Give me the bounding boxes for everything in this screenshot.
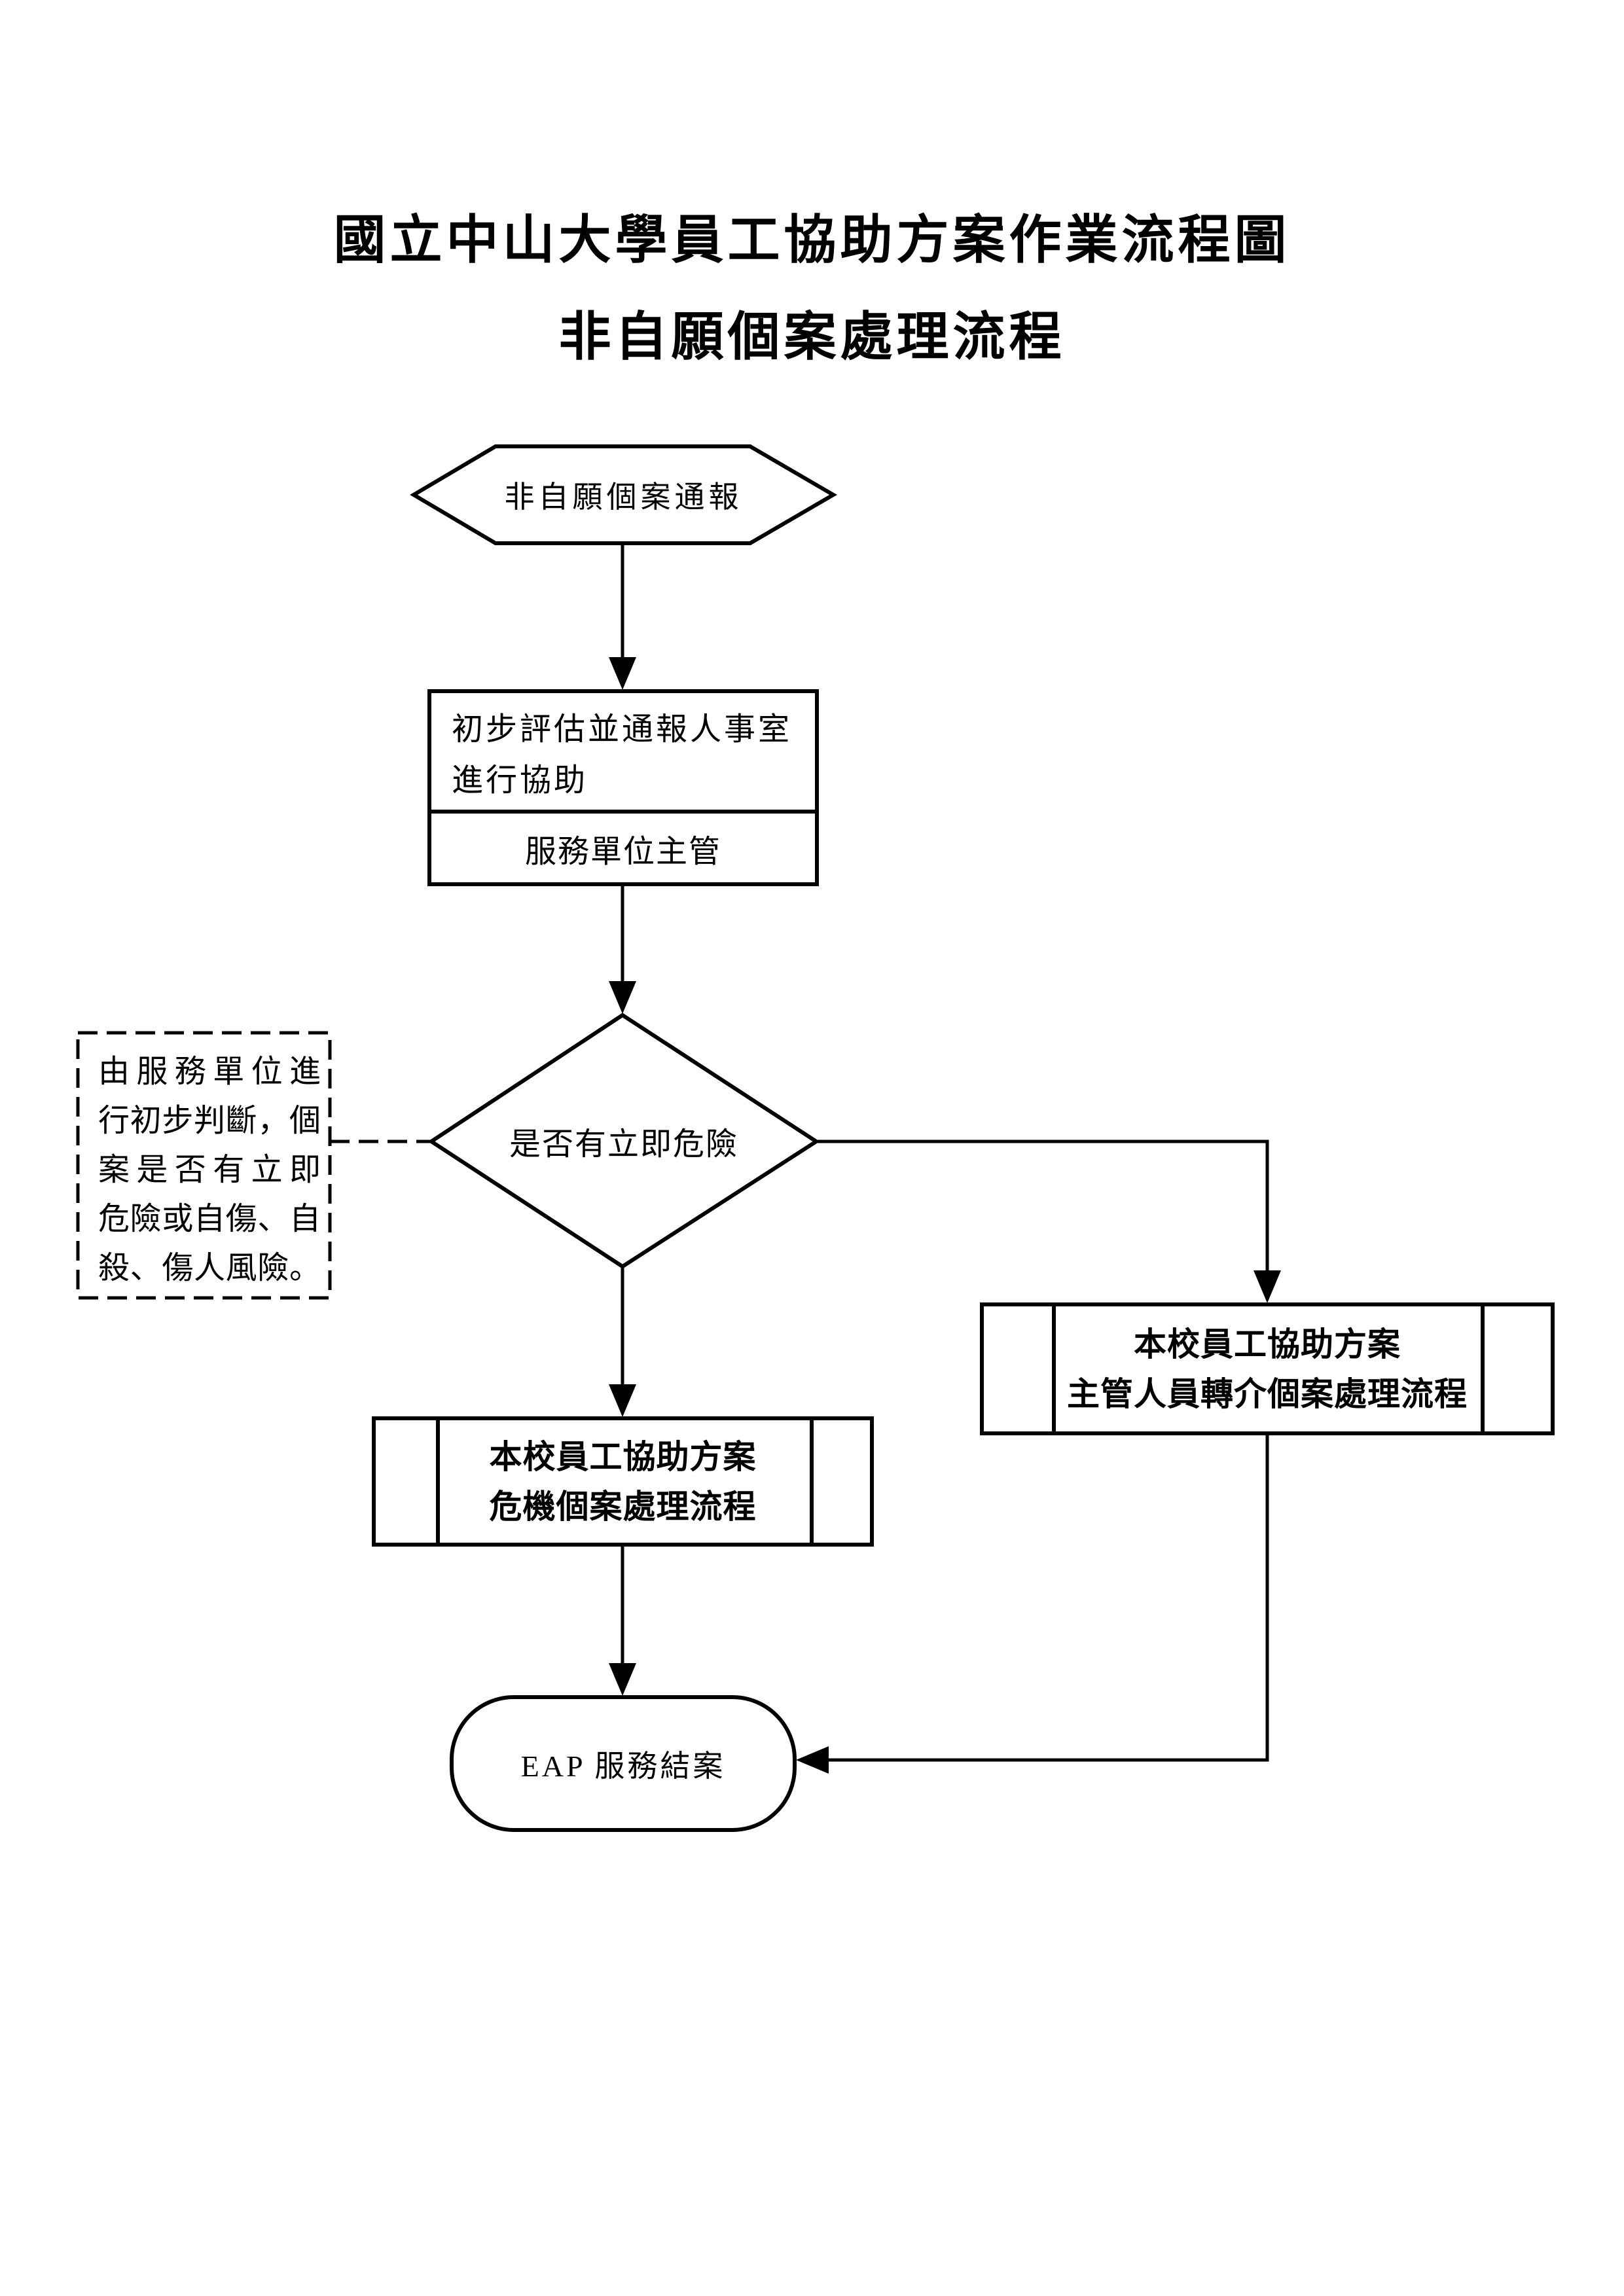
note-line-2: 行初步判斷，個	[98, 1103, 321, 1138]
end-terminator-shape	[450, 1695, 797, 1832]
start-hexagon-shape	[410, 444, 837, 545]
note-box-shape	[76, 1031, 332, 1300]
note-line-1: 由服務單位進	[98, 1054, 321, 1089]
referral-subprocess-line-1: 本校員工協助方案	[1134, 1325, 1401, 1363]
page-title: 國立中山大學員工協助方案作業流程圖	[333, 212, 1291, 270]
connector-decision-to-referral	[816, 1139, 1281, 1303]
start-hexagon-label: 非自願個案通報	[504, 480, 743, 514]
referral-subprocess-label: 本校員工協助方案 主管人員轉介個案處理流程	[982, 1304, 1553, 1433]
decision-diamond-shape	[427, 1013, 820, 1269]
connector-process-to-decision	[609, 884, 636, 1014]
connector-start-to-process	[609, 543, 636, 690]
process-box-shape	[427, 689, 819, 886]
note-annotation: 由服務單位進 行初步判斷，個 案是否有立即 危險或自傷、自 殺、傷人風險。	[98, 1047, 321, 1293]
process-owner-label: 服務單位主管	[524, 834, 721, 869]
process-action-text: 初步評估並通報人事室 進行協助	[452, 704, 792, 806]
page-subtitle: 非自願個案處理流程	[558, 309, 1066, 367]
crisis-subprocess-line-2: 危機個案處理流程	[489, 1488, 757, 1525]
process-action-line-2: 進行協助	[452, 763, 588, 798]
end-terminator-label: EAP 服務結案	[520, 1749, 726, 1783]
crisis-subprocess-shape	[372, 1416, 874, 1547]
decision-label: 是否有立即危險	[509, 1127, 738, 1162]
note-line-3: 案是否有立即	[98, 1153, 321, 1187]
connector-crisis-to-end	[609, 1545, 636, 1696]
crisis-subprocess-line-1: 本校員工協助方案	[489, 1438, 757, 1475]
note-line-4: 危險或自傷、自	[98, 1202, 321, 1236]
crisis-subprocess-label: 本校員工協助方案 危機個案處理流程	[374, 1418, 872, 1545]
connector-referral-to-end	[796, 1433, 1269, 1774]
process-action-line-1: 初步評估並通報人事室	[452, 712, 793, 747]
referral-subprocess-shape	[980, 1302, 1555, 1435]
connector-decision-to-crisis	[609, 1266, 636, 1417]
note-line-5: 殺、傷人風險。	[98, 1251, 321, 1285]
referral-subprocess-line-2: 主管人員轉介個案處理流程	[1067, 1375, 1468, 1412]
